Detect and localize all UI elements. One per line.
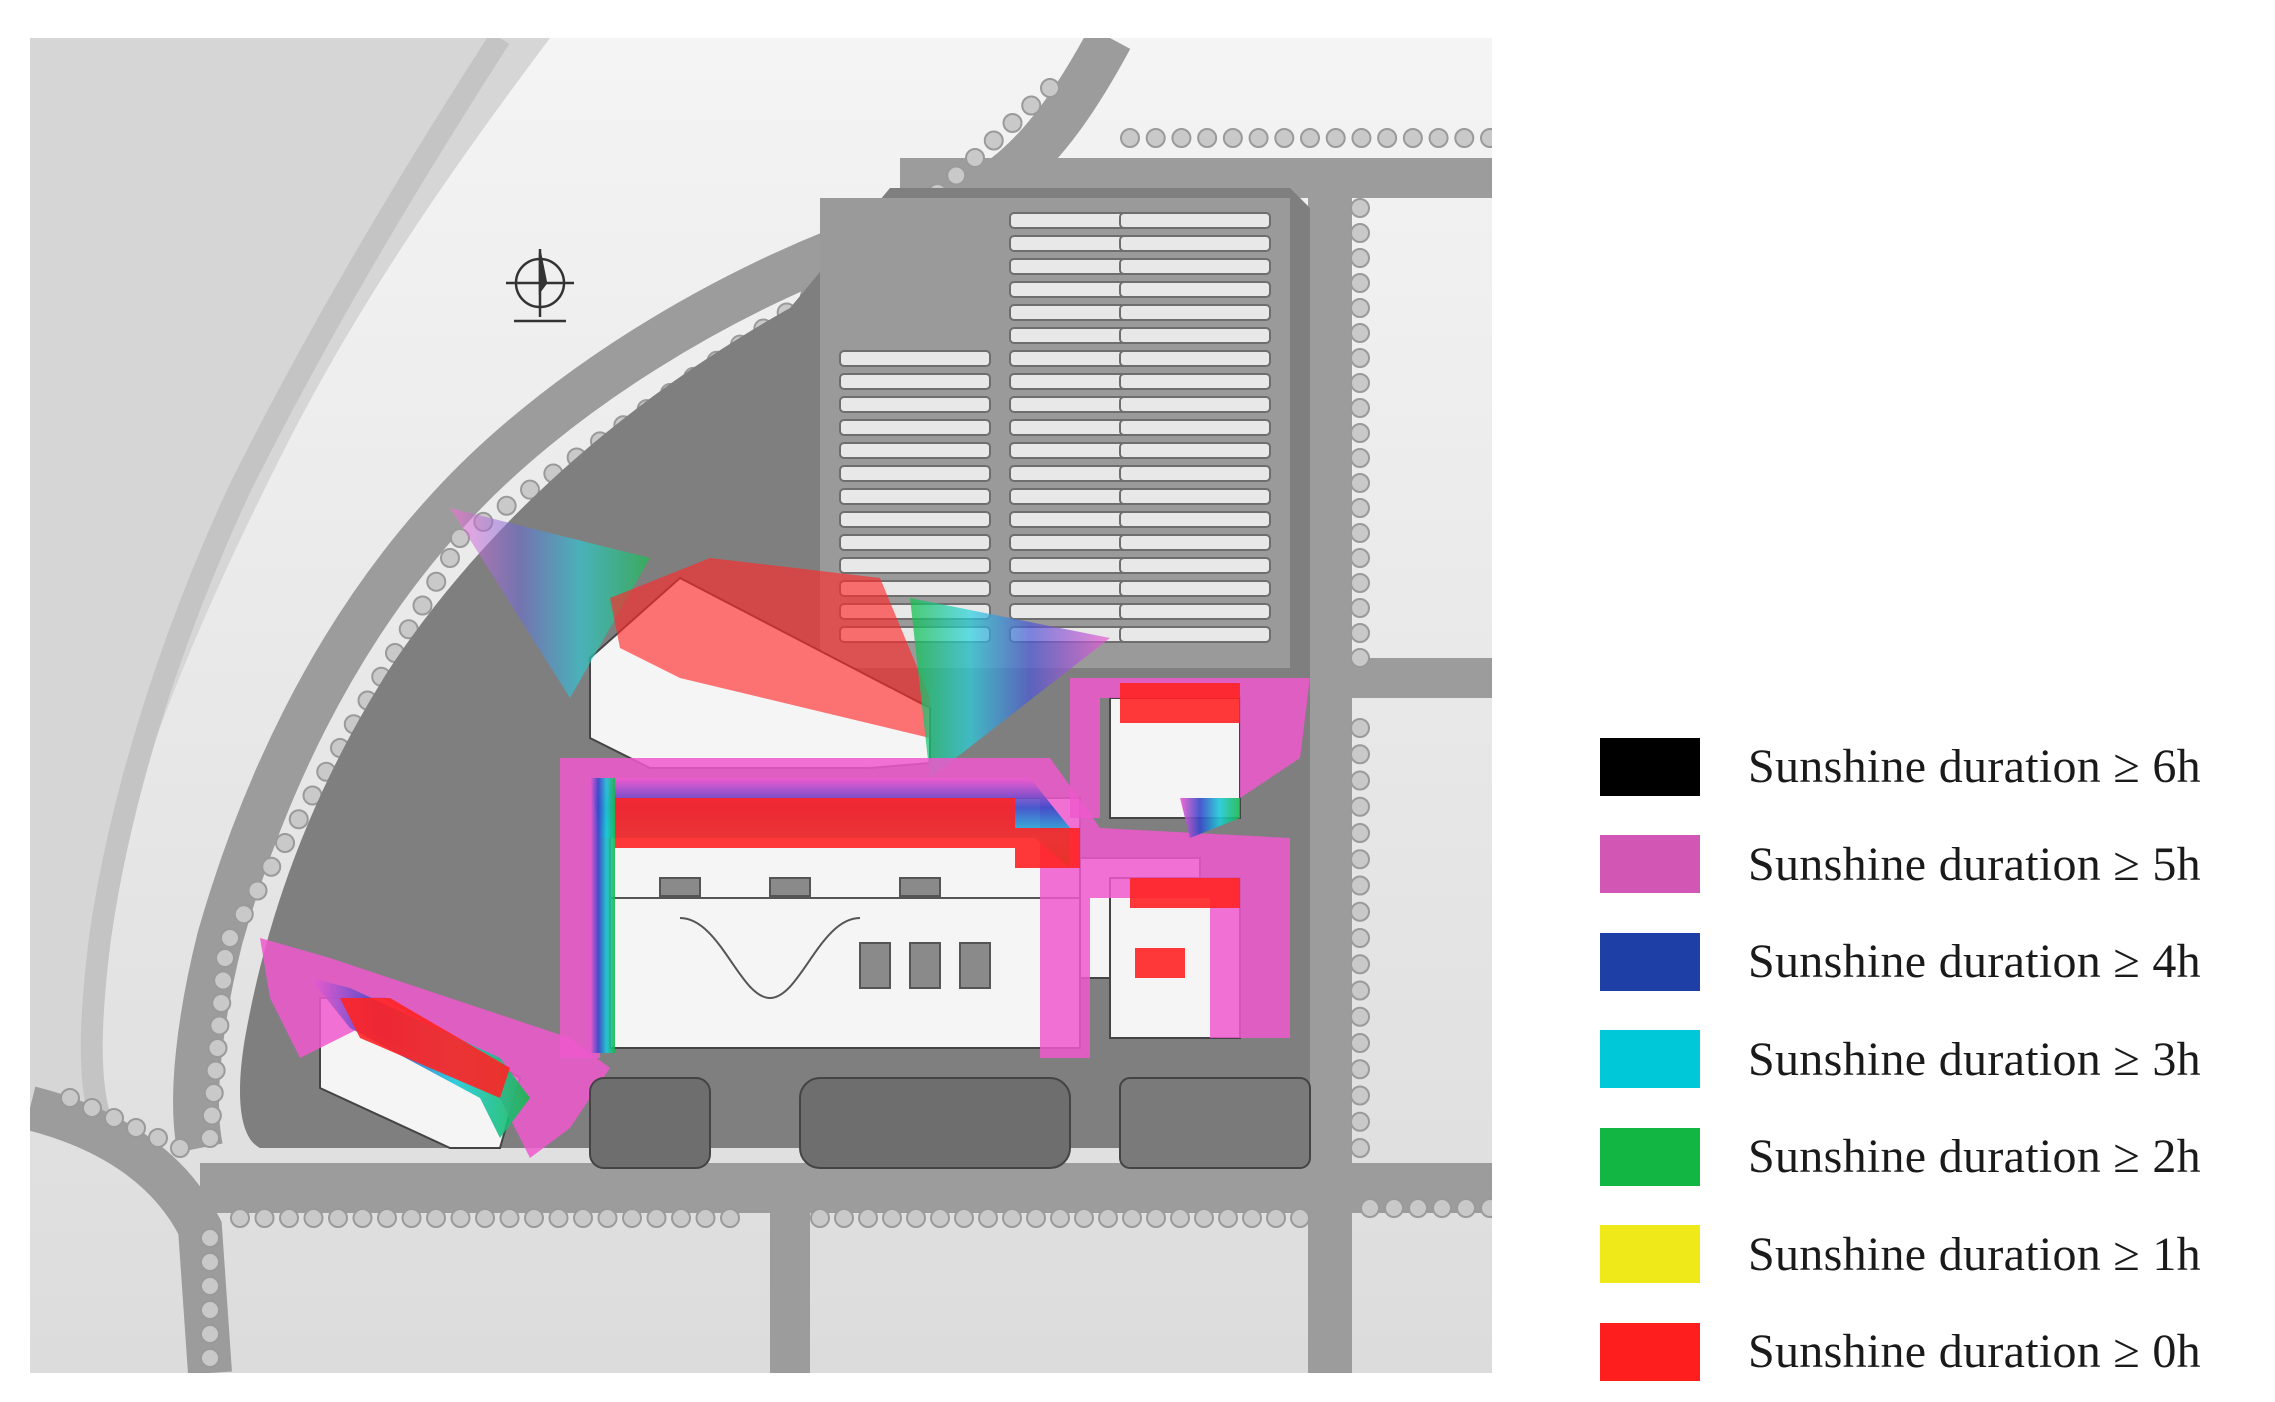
legend-swatch <box>1600 737 1700 796</box>
legend-label: Sunshine duration ≥ 4h <box>1748 935 2201 989</box>
legend-label: Sunshine duration ≥ 0h <box>1748 1325 2201 1379</box>
zone-5h-main <box>560 758 1290 1058</box>
parking-lot <box>820 198 1290 668</box>
legend-item: Sunshine duration ≥ 1h <box>1600 1206 2260 1304</box>
legend-swatch <box>1600 1127 1700 1186</box>
zone-0h-south-west <box>340 998 510 1098</box>
legend-item: Sunshine duration ≥ 6h <box>1600 718 2260 816</box>
legend-item: Sunshine duration ≥ 4h <box>1600 913 2260 1011</box>
sunshine-overlay <box>260 508 1310 1158</box>
legend-label: Sunshine duration ≥ 6h <box>1748 740 2201 794</box>
legend-swatch <box>1600 835 1700 894</box>
legend-label: Sunshine duration ≥ 5h <box>1748 837 2201 891</box>
shadow-fan-nw <box>450 508 650 698</box>
legend-label: Sunshine duration ≥ 2h <box>1748 1130 2201 1184</box>
zone-0h-main-north <box>615 798 1015 848</box>
river <box>30 38 550 1128</box>
legend-swatch <box>1600 1322 1700 1381</box>
site-sunshine-map <box>30 38 1492 1373</box>
river-edge <box>80 38 510 1122</box>
zone-0h-nw <box>610 558 930 738</box>
legend-label: Sunshine duration ≥ 3h <box>1748 1032 2201 1086</box>
north-arrow-icon <box>506 249 574 323</box>
legend-label: Sunshine duration ≥ 1h <box>1748 1227 2201 1281</box>
zone-0h-office-north <box>1120 683 1240 723</box>
legend-item: Sunshine duration ≥ 0h <box>1600 1303 2260 1401</box>
tree-rows <box>60 78 1492 1368</box>
zone-5h-office-north <box>1070 678 1310 818</box>
zone-0h-office-south <box>1130 878 1240 908</box>
zone-0h-main-east <box>1015 828 1080 868</box>
legend-item: Sunshine duration ≥ 2h <box>1600 1108 2260 1206</box>
shadow-fan-center <box>910 598 1110 778</box>
legend-swatch <box>1600 1030 1700 1089</box>
legend-item: Sunshine duration ≥ 3h <box>1600 1011 2260 1109</box>
legend: Sunshine duration ≥ 6h Sunshine duration … <box>1600 718 2260 1401</box>
legend-swatch <box>1600 1225 1700 1284</box>
legend-swatch <box>1600 932 1700 991</box>
legend-item: Sunshine duration ≥ 5h <box>1600 816 2260 914</box>
plaza <box>589 1077 1311 1169</box>
